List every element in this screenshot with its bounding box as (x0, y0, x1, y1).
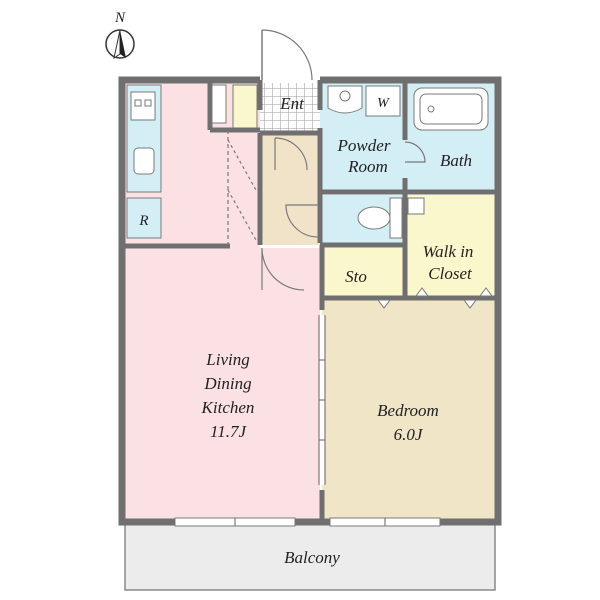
kitchen-counter (126, 84, 162, 193)
bath-door (404, 141, 426, 163)
bath-label: Bath (440, 151, 472, 170)
powder-room-label-1: Powder (337, 136, 391, 155)
closet-door-markers (377, 287, 493, 309)
ldk-size-label: 11.7J (210, 422, 247, 441)
toilet-icon (357, 197, 403, 239)
entrance-label: Ent (279, 94, 305, 113)
balcony-windows (174, 517, 441, 527)
toilet-cabinet (407, 197, 425, 215)
refrigerator-space (126, 197, 162, 239)
hall-area (260, 133, 320, 245)
washer-label: W (377, 96, 390, 111)
ldk-label-3: Kitchen (201, 398, 255, 417)
ldk-label-2: Dining (203, 374, 251, 393)
refrigerator-label: R (138, 213, 148, 229)
entrance-door (261, 29, 313, 81)
bedroom-size-label: 6.0J (394, 425, 424, 444)
basin-icon (327, 85, 363, 114)
washer-space (365, 85, 401, 117)
outer-wall (118, 76, 502, 526)
sink-icon (133, 147, 155, 175)
walk-in-closet-label-1: Walk in (423, 242, 474, 261)
kitchen-cupboard (227, 130, 257, 245)
shoe-cabinet (232, 84, 258, 131)
compass-north-label: N (114, 10, 126, 26)
walk-in-closet-label-2: Closet (428, 264, 473, 283)
bathtub-icon (413, 87, 489, 131)
entrance-shelf (211, 84, 227, 124)
ldk-label-1: Living (205, 350, 249, 369)
balcony-label: Balcony (284, 548, 340, 567)
interior-walls (125, 80, 498, 522)
bedroom-area (322, 298, 495, 522)
sliding-door (318, 315, 326, 485)
bedroom-label: Bedroom (377, 401, 439, 420)
ldk-area (125, 248, 320, 522)
entrance-area (260, 83, 320, 133)
hall-door-upper (274, 137, 308, 171)
north-compass: N (105, 10, 135, 60)
storage-label: Sto (345, 267, 367, 286)
ldk-door (261, 247, 305, 291)
balcony-area (124, 521, 496, 591)
storage-area (322, 248, 405, 298)
powder-room-label-2: Room (347, 157, 388, 176)
hall-door-lower (285, 204, 319, 238)
